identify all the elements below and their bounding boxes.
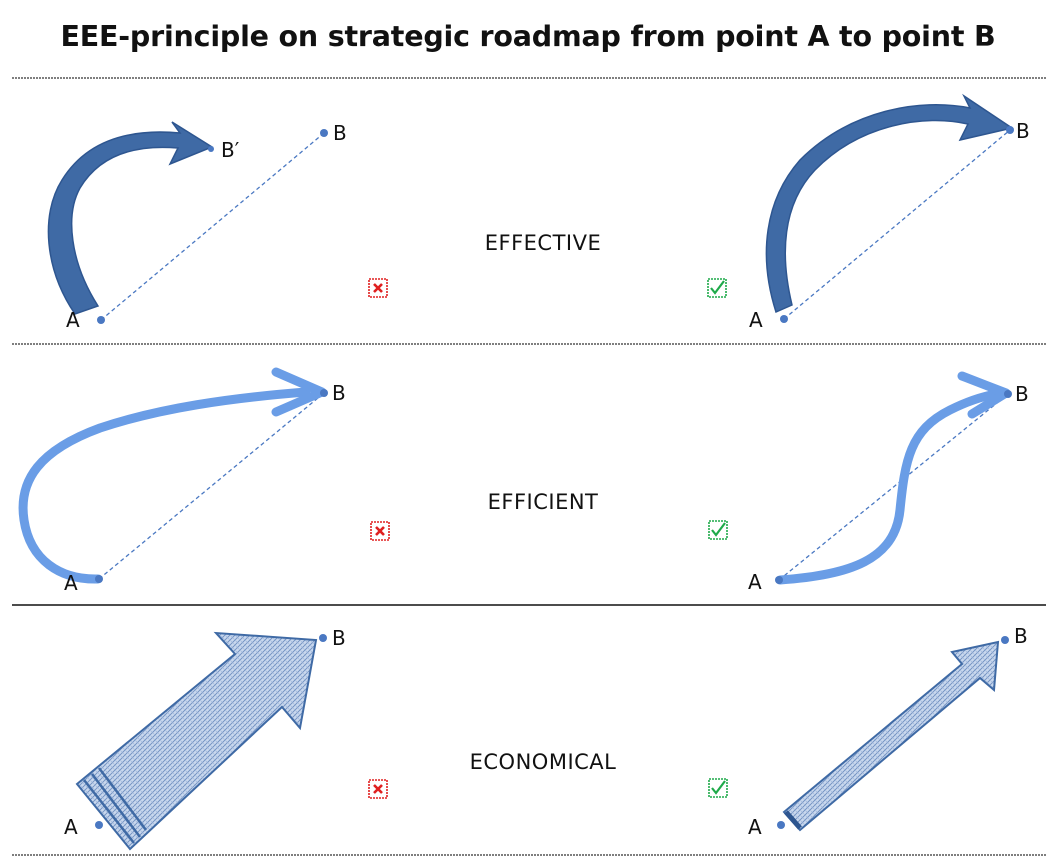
label-a: A — [64, 815, 78, 839]
oversized-arrow — [75, 631, 318, 851]
check-icon — [707, 278, 727, 298]
row-label-effective: EFFECTIVE — [485, 231, 602, 255]
row-label-efficient: EFFICIENT — [488, 490, 599, 514]
slim-arrow — [782, 640, 1000, 832]
straight-path-line — [100, 132, 325, 321]
economical-wrong-path: A B — [64, 626, 346, 851]
point-a — [777, 821, 785, 829]
label-b: B — [1015, 382, 1029, 406]
point-b — [320, 129, 328, 137]
point-b — [1001, 636, 1009, 644]
point-b — [1004, 390, 1012, 398]
label-b-prime: B′ — [221, 138, 240, 162]
point-b — [1006, 126, 1014, 134]
row-economical: A B ECONOMICAL A B — [64, 624, 1028, 851]
arrow-tail-cap — [784, 810, 802, 830]
arrow-tail-stripes — [83, 767, 147, 844]
point-a — [95, 821, 103, 829]
label-b: B — [1016, 119, 1030, 143]
label-a: A — [749, 308, 763, 332]
efficient-right-path: A B — [748, 371, 1029, 594]
point-a — [775, 576, 783, 584]
cross-icon — [368, 278, 388, 298]
check-icon — [708, 520, 728, 540]
cross-icon — [368, 779, 388, 799]
economical-right-path: A B — [748, 624, 1028, 839]
effective-wrong-path: A B′ B — [47, 121, 347, 332]
row-label-economical: ECONOMICAL — [470, 750, 617, 774]
label-b: B — [332, 381, 346, 405]
label-a: A — [748, 570, 762, 594]
page-title: EEE-principle on strategic roadmap from … — [60, 20, 996, 53]
cross-icon — [370, 521, 390, 541]
point-a — [780, 315, 788, 323]
point-a — [97, 316, 105, 324]
effective-right-path: A B — [749, 93, 1030, 332]
label-a: A — [64, 571, 78, 595]
point-b — [320, 389, 328, 397]
straight-path-line — [778, 393, 1009, 581]
row-efficient: A B EFFICIENT A B — [18, 367, 1029, 595]
check-icon — [708, 778, 728, 798]
label-b: B — [332, 626, 346, 650]
row-effective: A B′ B EFFECTIVE A B — [47, 93, 1030, 332]
curved-arrow-on-target — [765, 93, 1014, 314]
straight-path-line — [783, 129, 1011, 320]
point-a — [95, 575, 103, 583]
looping-arrow — [18, 387, 311, 584]
label-a: A — [748, 815, 762, 839]
label-b: B — [333, 121, 347, 145]
s-curve-arrow — [775, 389, 1001, 585]
point-b-prime — [208, 146, 214, 152]
label-b: B — [1014, 624, 1028, 648]
label-a: A — [66, 308, 80, 332]
point-b — [319, 634, 327, 642]
efficient-wrong-path: A B — [18, 367, 346, 595]
curved-arrow-off-target — [47, 121, 214, 315]
